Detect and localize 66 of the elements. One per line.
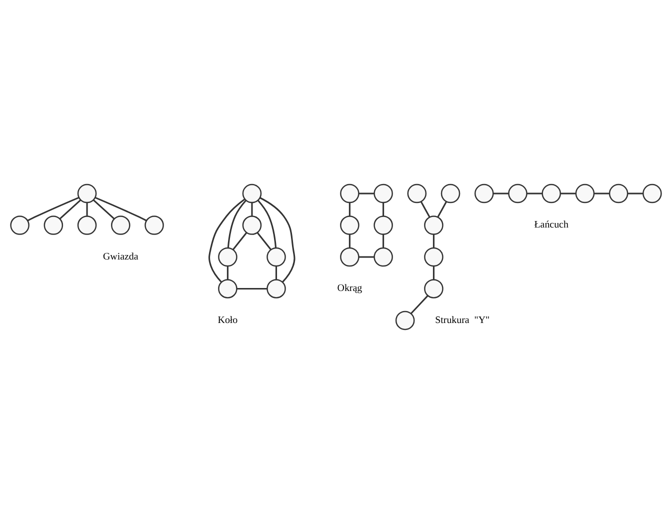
node-circle [77,183,97,203]
node-circle [374,183,393,203]
node-circle [542,183,561,203]
connector [251,202,253,216]
label: Łańcuch [534,219,568,230]
connector [93,198,115,219]
node-circle [218,246,238,266]
node-circle [266,278,286,298]
node-circle [395,310,415,330]
connector [382,234,384,248]
connector [628,192,644,194]
connector [358,192,374,194]
connector [437,200,448,218]
node-circle [407,183,427,203]
label: Okrąg [337,282,362,294]
node-circle [144,215,164,234]
connector [432,234,434,248]
connector [256,232,272,250]
node-circle [218,278,238,298]
connector [420,200,430,218]
node-circle [608,183,628,203]
node-circle [77,215,97,234]
connector [226,266,228,280]
node-circle [44,215,64,234]
node-circle [374,215,393,234]
node-circle [440,183,460,203]
connector [410,294,428,314]
connector [208,198,246,282]
label: Koło [218,314,238,326]
node-circle [242,215,262,234]
connector [59,198,82,219]
connector [86,202,88,216]
connector [275,266,278,280]
node-circle [424,278,444,298]
node-circle [111,215,130,234]
connector [232,232,248,250]
node-circle [575,183,595,203]
connector [27,196,80,221]
connector [432,266,434,280]
node-circle [374,246,393,266]
connector [358,256,374,258]
node-circle [242,183,262,203]
node-circle [424,215,444,234]
node-circle [642,183,662,203]
label: Gwiazda [102,250,138,262]
connector [526,192,542,194]
node-circle [508,183,528,203]
connector [260,196,296,282]
connector [257,199,277,248]
node-circle [10,215,30,234]
connector [348,202,350,216]
node-circle [340,215,360,234]
connector [382,202,384,216]
label: Strukura "Y" [435,314,490,326]
connector [348,234,350,248]
connector [227,199,247,248]
node-circle [474,183,494,203]
node-circle [266,246,286,266]
node-circle [340,183,360,203]
connector [493,192,509,194]
node-circle [424,246,444,266]
connector [560,192,576,194]
connector [94,196,147,221]
connector [236,287,267,290]
connector [594,192,610,194]
node-circle [340,246,360,266]
